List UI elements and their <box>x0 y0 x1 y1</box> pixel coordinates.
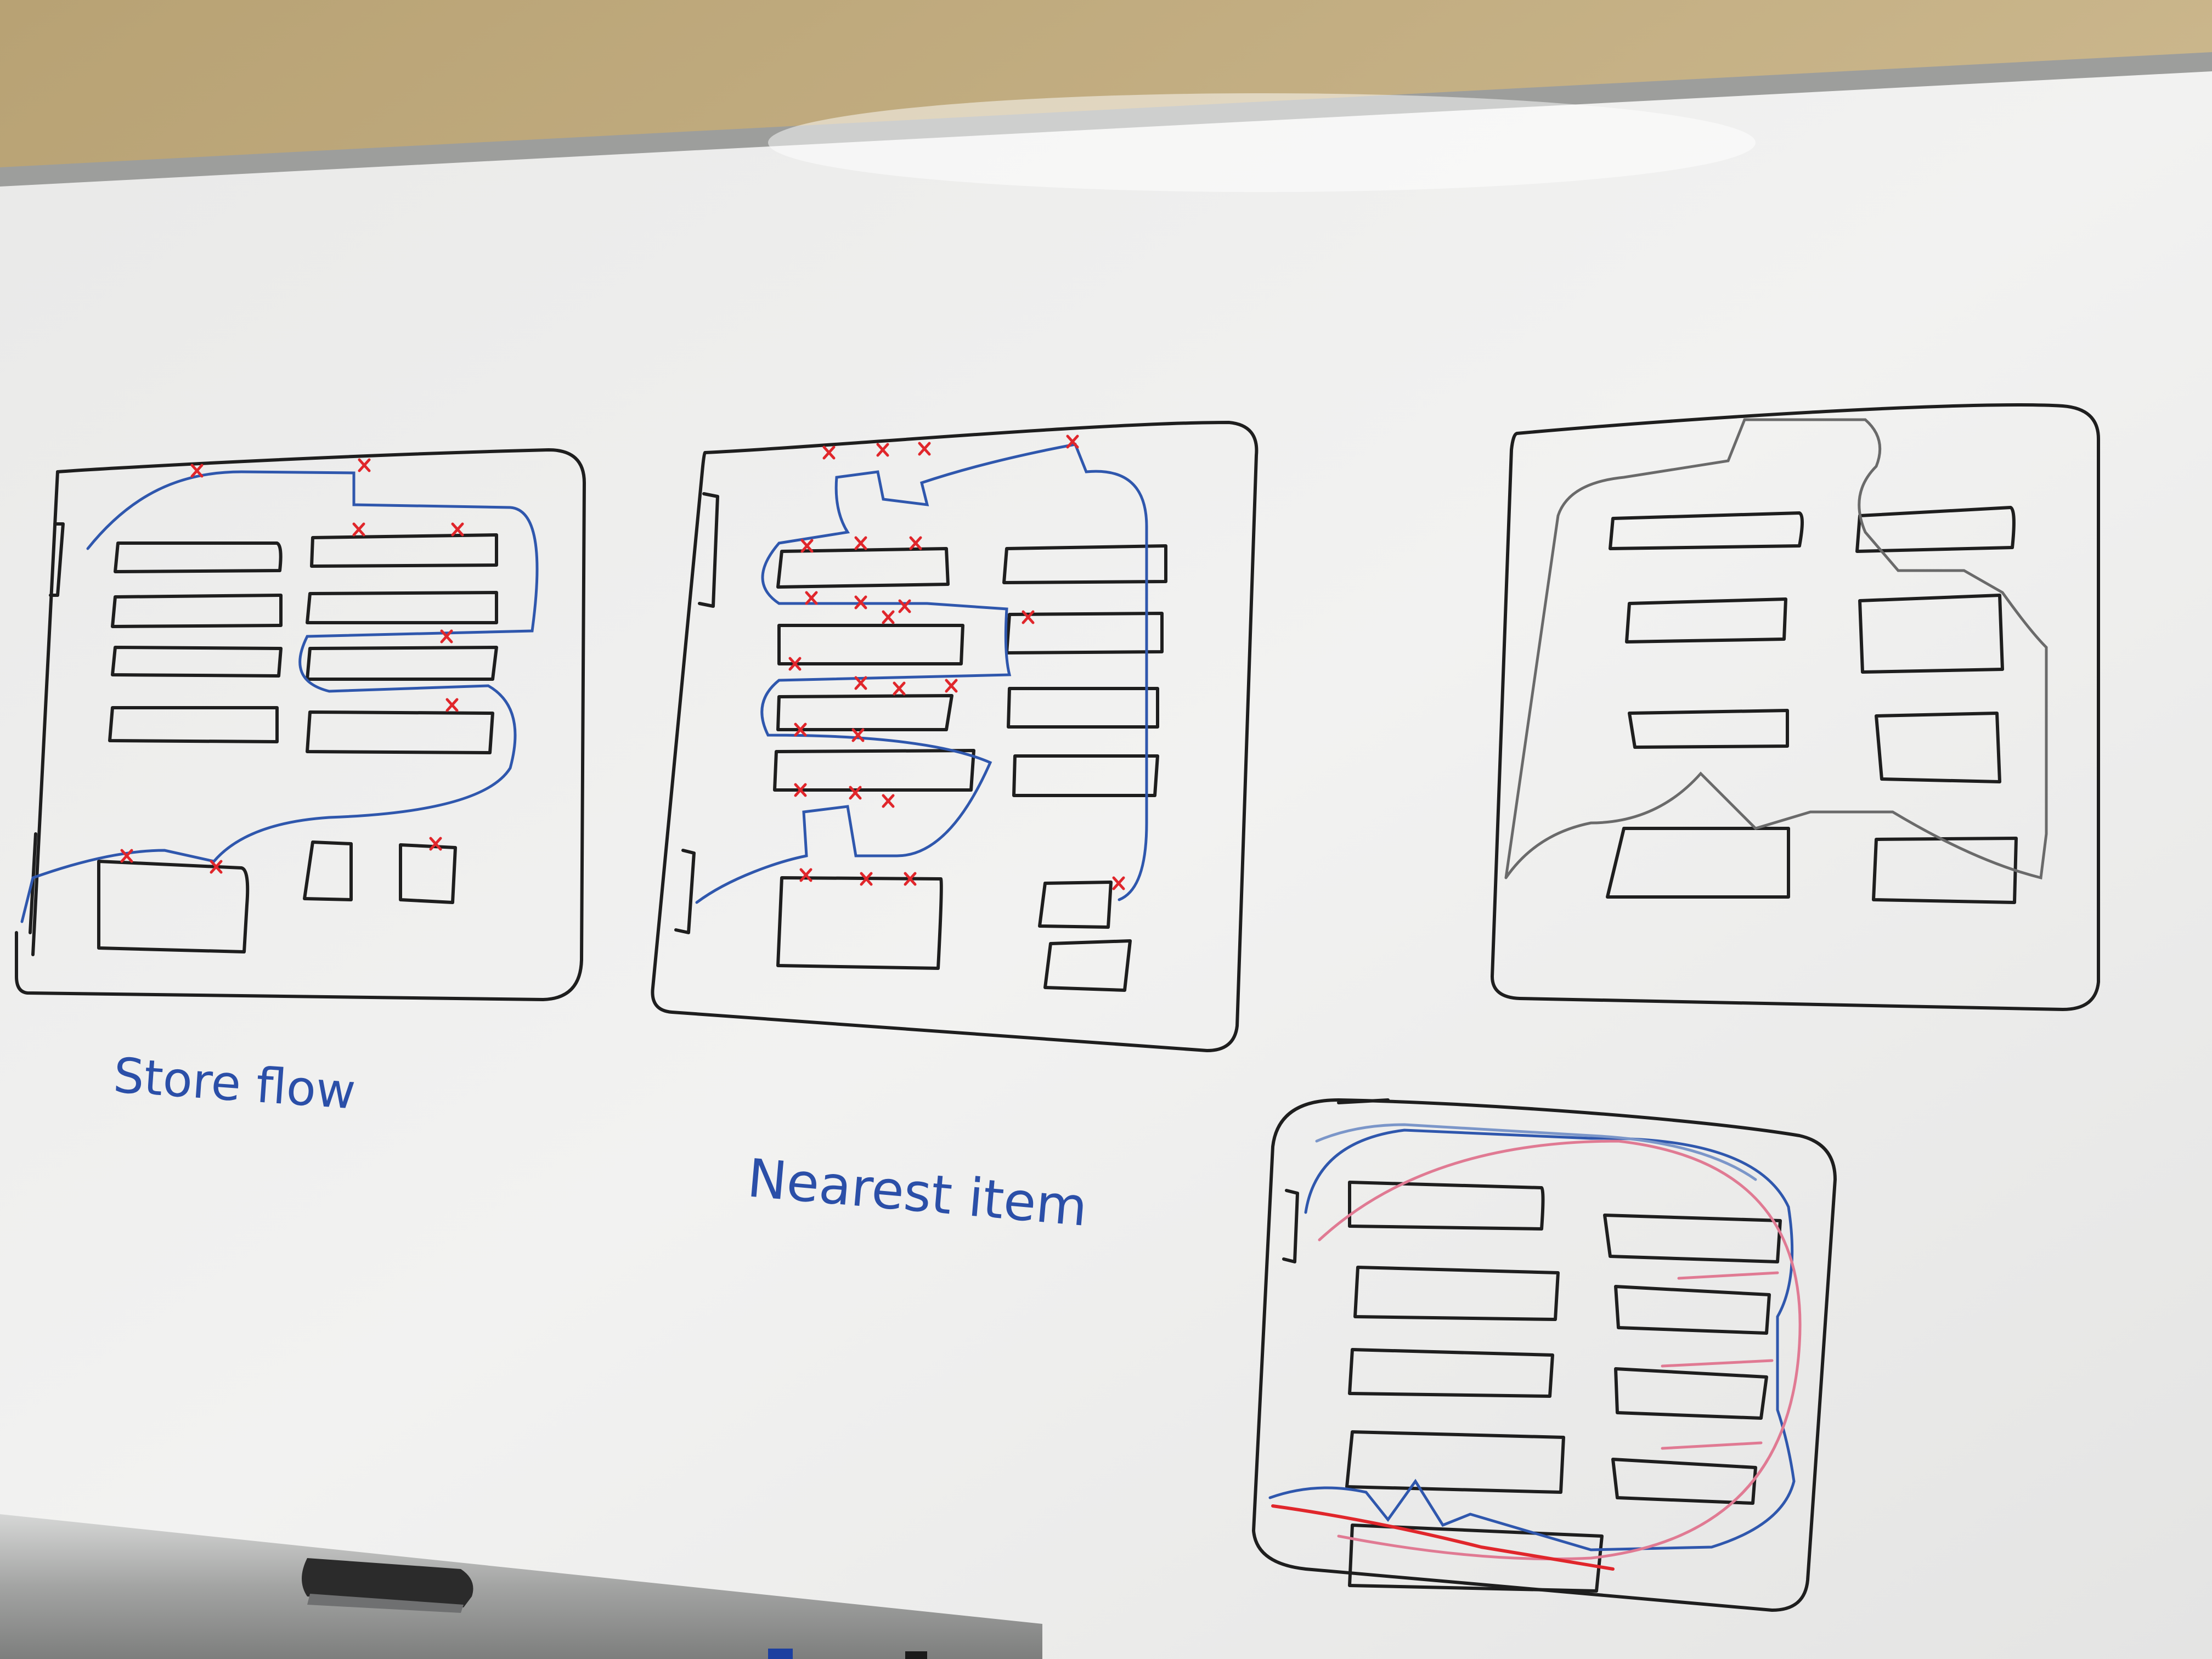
markers[interactable] <box>768 1649 927 1659</box>
glare <box>768 93 1756 192</box>
store-flow-marks <box>120 458 464 874</box>
multi-route-pink-path <box>1318 1139 1802 1561</box>
sketch-gray-route <box>1491 403 2100 1011</box>
sketch-store-flow <box>15 448 586 1001</box>
sketch-multi-route <box>1252 1098 1837 1612</box>
eraser[interactable] <box>302 1558 473 1613</box>
gray-route-path <box>1504 418 2048 880</box>
whiteboard-surface <box>0 71 2212 1659</box>
sketch-nearest-item <box>651 421 1259 1052</box>
store-flow-path <box>20 470 539 923</box>
multi-route-red-path <box>1271 1504 1615 1571</box>
nearest-item-marks <box>788 435 1125 890</box>
nearest-item-path <box>695 443 1148 904</box>
multi-route-blue-path <box>1268 1128 1796 1551</box>
multi-route-lightblue-path <box>1315 1123 1757 1181</box>
marker-tray[interactable] <box>0 1514 1042 1659</box>
